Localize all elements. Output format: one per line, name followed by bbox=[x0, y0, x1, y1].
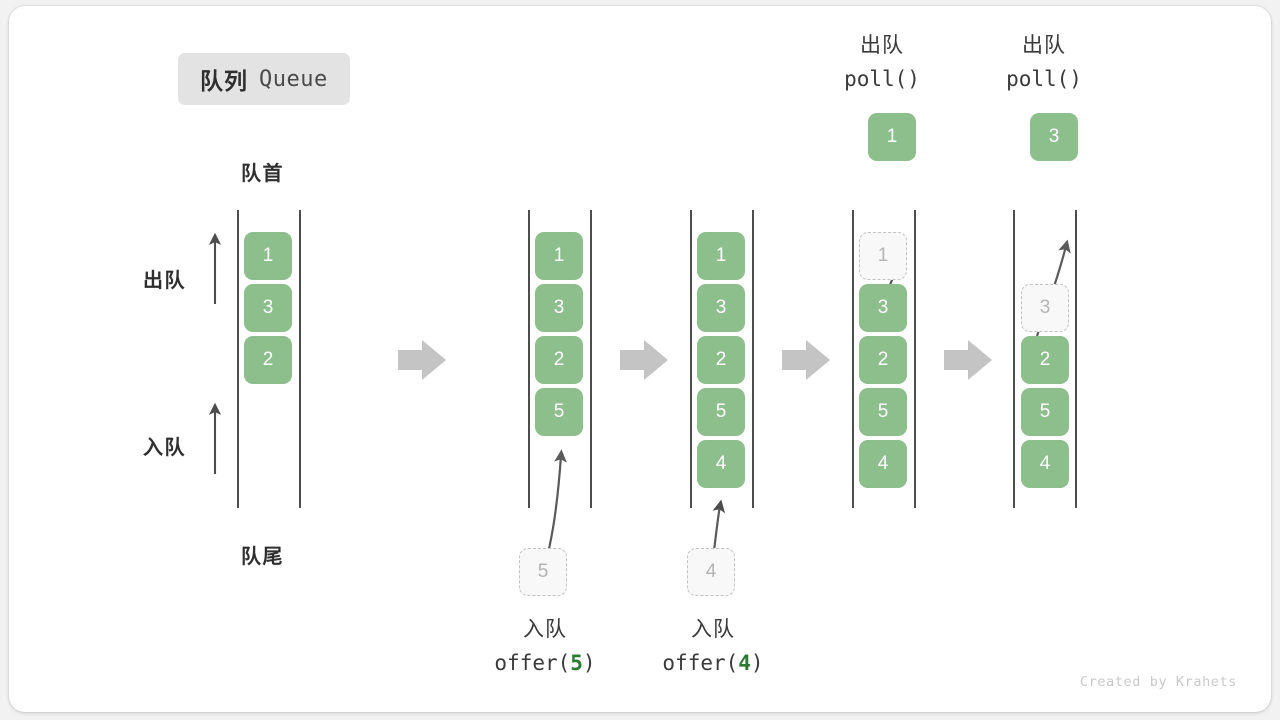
title-english: Queue bbox=[259, 66, 328, 92]
caption-code-head: offer( bbox=[662, 650, 739, 675]
caption-poll-1: 出队 poll() bbox=[792, 30, 972, 95]
queue-cell: 4 bbox=[859, 440, 907, 488]
incoming-ghost-cell: 5 bbox=[519, 548, 567, 596]
step-transition-arrow-1 bbox=[398, 340, 446, 380]
queue-cell-new: 4 bbox=[697, 440, 745, 488]
caption-code-arg: 5 bbox=[570, 650, 583, 675]
offer-5-insert-arrow bbox=[545, 449, 567, 559]
queue-cell: 3 bbox=[697, 284, 745, 332]
queue-tail-label: 队尾 bbox=[241, 546, 284, 568]
dequeue-direction-label: 出队 bbox=[143, 270, 186, 292]
caption-code: poll() bbox=[844, 66, 920, 91]
caption-code-arg: 4 bbox=[738, 650, 751, 675]
caption-code-tail: ) bbox=[582, 650, 596, 675]
rail-left bbox=[690, 210, 692, 508]
watermark-credit: Created by Krahets bbox=[1079, 674, 1237, 690]
rail-right bbox=[299, 210, 301, 508]
queue-cell-removed: 3 bbox=[1021, 284, 1069, 332]
queue-cell: 3 bbox=[244, 284, 292, 332]
caption-offer-5: 入队 offer(5) bbox=[455, 614, 635, 679]
title-chinese: 队列 bbox=[200, 68, 248, 94]
queue-cell: 5 bbox=[859, 388, 907, 436]
popped-cell: 1 bbox=[868, 113, 916, 161]
queue-cell: 1 bbox=[244, 232, 292, 280]
caption-offer-4: 入队 offer(4) bbox=[623, 614, 803, 679]
step-transition-arrow-4 bbox=[944, 340, 992, 380]
queue-cell: 2 bbox=[244, 336, 292, 384]
queue-cell: 2 bbox=[697, 336, 745, 384]
queue-head-label: 队首 bbox=[241, 163, 284, 185]
rail-left bbox=[237, 210, 239, 508]
queue-cell: 5 bbox=[697, 388, 745, 436]
queue-cell: 2 bbox=[535, 336, 583, 384]
caption-code: offer(5) bbox=[455, 647, 635, 680]
queue-cell: 4 bbox=[1021, 440, 1069, 488]
queue-cell: 1 bbox=[535, 232, 583, 280]
caption-chinese: 入队 bbox=[523, 618, 567, 641]
caption-code: poll() bbox=[1006, 66, 1082, 91]
rail-right bbox=[1075, 210, 1077, 508]
rail-left bbox=[852, 210, 854, 508]
caption-poll-3: 出队 poll() bbox=[954, 30, 1134, 95]
queue-cell: 2 bbox=[1021, 336, 1069, 384]
caption-chinese: 出队 bbox=[1022, 34, 1066, 57]
queue-cell: 2 bbox=[859, 336, 907, 384]
rail-left bbox=[528, 210, 530, 508]
enqueue-direction-label: 入队 bbox=[143, 437, 186, 459]
queue-cell: 5 bbox=[1021, 388, 1069, 436]
queue-cell: 3 bbox=[535, 284, 583, 332]
caption-code: offer(4) bbox=[623, 647, 803, 680]
caption-code-tail: ) bbox=[750, 650, 764, 675]
caption-chinese: 出队 bbox=[860, 34, 904, 57]
rail-right bbox=[914, 210, 916, 508]
rail-left bbox=[1013, 210, 1015, 508]
popped-cell: 3 bbox=[1030, 113, 1078, 161]
queue-cell-new: 5 bbox=[535, 388, 583, 436]
queue-cell: 3 bbox=[859, 284, 907, 332]
caption-chinese: 入队 bbox=[691, 618, 735, 641]
diagram-card: 队列 Queue 队首 队尾 出队 入队 bbox=[9, 6, 1271, 712]
rail-right bbox=[590, 210, 592, 508]
caption-code-head: offer( bbox=[494, 650, 571, 675]
diagram-vector-overlay bbox=[208, 232, 1071, 559]
incoming-ghost-cell: 4 bbox=[687, 548, 735, 596]
diagram-title-badge: 队列 Queue bbox=[178, 53, 350, 105]
queue-cell-removed: 1 bbox=[859, 232, 907, 280]
rail-right bbox=[752, 210, 754, 508]
queue-cell: 1 bbox=[697, 232, 745, 280]
step-transition-arrow-3 bbox=[782, 340, 830, 380]
step-transition-arrow-2 bbox=[620, 340, 668, 380]
